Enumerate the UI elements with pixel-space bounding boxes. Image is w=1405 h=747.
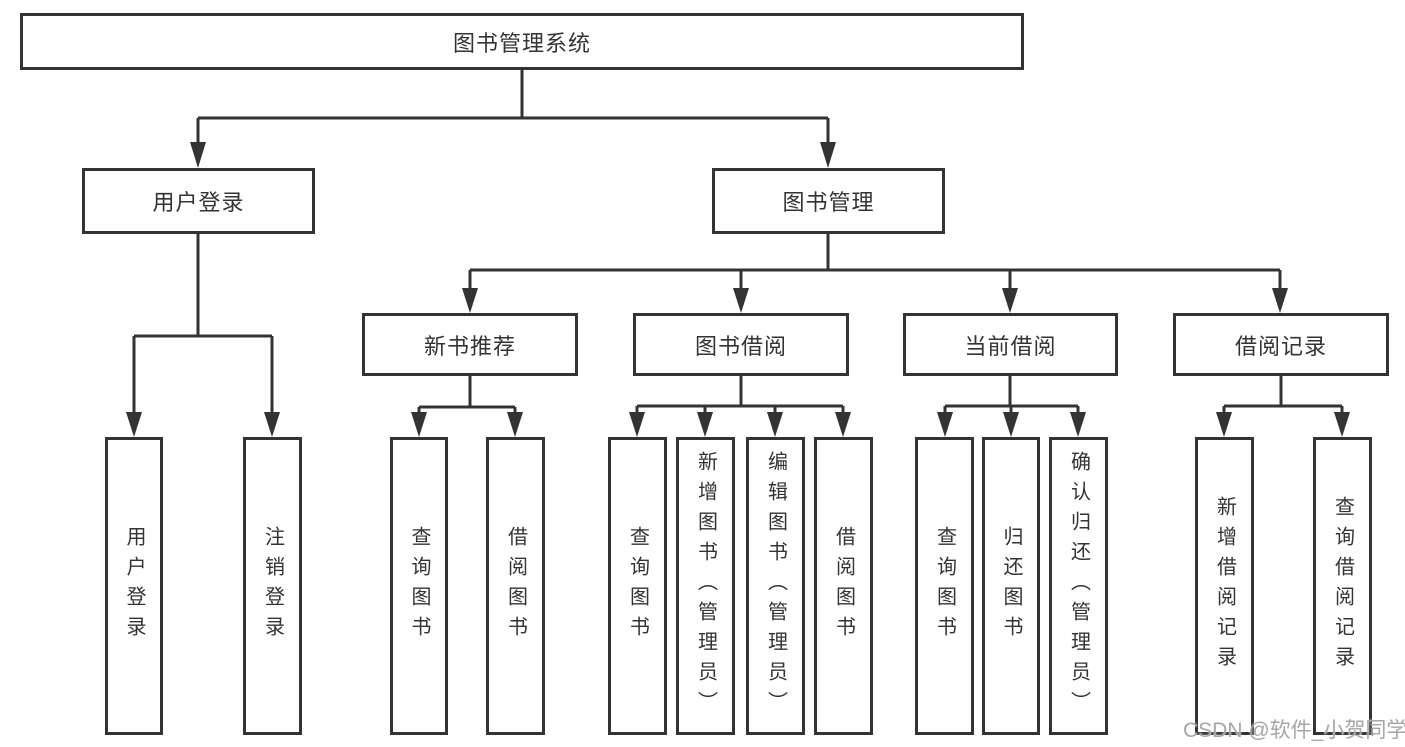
leaf-bb-edit-book-admin: 编辑图书（管理员） xyxy=(746,437,805,735)
leaf-bb-query-book-label: 查询图书 xyxy=(626,526,649,646)
node-root-label: 图书管理系统 xyxy=(452,30,591,56)
leaf-br-query-record-label: 查询借阅记录 xyxy=(1331,496,1354,676)
node-borrowing-records-label: 借阅记录 xyxy=(1234,333,1327,359)
csdn-watermark: CSDN @软件_小贺同学 xyxy=(1183,719,1405,742)
leaf-logout-label: 注销登录 xyxy=(261,526,284,646)
leaf-br-add-record-label: 新增借阅记录 xyxy=(1213,496,1236,676)
leaf-br-query-record: 查询借阅记录 xyxy=(1313,437,1372,735)
leaf-bb-add-book-admin: 新增图书（管理员） xyxy=(676,437,735,735)
node-book-borrowing: 图书借阅 xyxy=(633,313,849,376)
leaf-rec-borrow-book-label: 借阅图书 xyxy=(504,526,527,646)
node-user-login-label: 用户登录 xyxy=(152,190,245,215)
leaf-rec-borrow-book: 借阅图书 xyxy=(486,437,545,735)
node-book-management: 图书管理 xyxy=(712,168,945,234)
leaf-bb-add-book-admin-label: 新增图书（管理员） xyxy=(694,451,717,721)
leaf-cb-confirm-return-admin-label: 确认归还（管理员） xyxy=(1067,451,1090,721)
leaf-rec-query-book-label: 查询图书 xyxy=(408,526,430,646)
node-root: 图书管理系统 xyxy=(20,13,1024,70)
leaf-cb-confirm-return-admin: 确认归还（管理员） xyxy=(1049,437,1108,735)
leaf-user-login-label: 用户登录 xyxy=(123,526,145,646)
node-book-borrowing-label: 图书借阅 xyxy=(694,333,787,359)
leaf-bb-borrow-book-label: 借阅图书 xyxy=(832,526,855,646)
leaf-cb-query-book-label: 查询图书 xyxy=(933,526,956,646)
node-user-login: 用户登录 xyxy=(82,168,315,234)
node-new-book-recommendation-label: 新书推荐 xyxy=(423,333,516,359)
node-current-borrowing: 当前借阅 xyxy=(903,313,1118,376)
leaf-bb-edit-book-admin-label: 编辑图书（管理员） xyxy=(764,451,787,721)
leaf-bb-borrow-book: 借阅图书 xyxy=(814,437,873,735)
node-borrowing-records: 借阅记录 xyxy=(1173,313,1389,376)
leaf-cb-return-book: 归还图书 xyxy=(982,437,1040,735)
node-new-book-recommendation: 新书推荐 xyxy=(362,313,578,376)
leaf-rec-query-book: 查询图书 xyxy=(390,437,448,735)
leaf-cb-return-book-label: 归还图书 xyxy=(1000,526,1022,646)
node-current-borrowing-label: 当前借阅 xyxy=(964,333,1057,359)
leaf-br-add-record: 新增借阅记录 xyxy=(1195,437,1254,735)
leaf-user-login: 用户登录 xyxy=(105,437,163,735)
leaf-bb-query-book: 查询图书 xyxy=(608,437,667,735)
leaf-cb-query-book: 查询图书 xyxy=(915,437,974,735)
node-book-management-label: 图书管理 xyxy=(782,190,875,215)
leaf-logout: 注销登录 xyxy=(243,437,302,735)
